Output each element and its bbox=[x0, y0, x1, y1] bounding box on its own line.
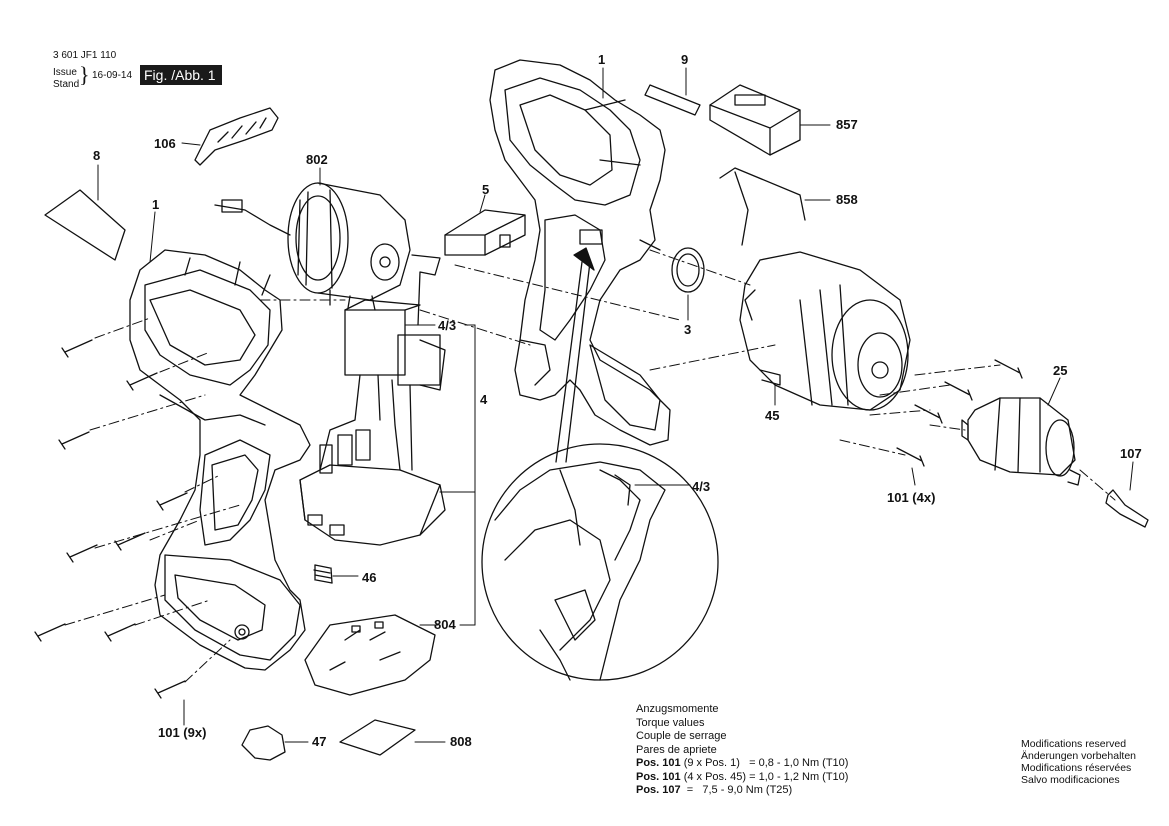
brush-holder-5 bbox=[444, 209, 526, 256]
callout-4-3-b: 4/3 bbox=[692, 479, 711, 494]
callout-808: 808 bbox=[450, 734, 472, 749]
housing-half-right bbox=[489, 59, 671, 446]
callout-3: 3 bbox=[684, 322, 692, 337]
callout-804: 804 bbox=[434, 617, 456, 632]
modifications-note: Modifications reserved Änderungen vorbeh… bbox=[1021, 738, 1136, 786]
modifications-en: Modifications reserved bbox=[1021, 738, 1127, 750]
issue-stand-labels: Issue Stand bbox=[53, 67, 79, 91]
torque-spec-1: Pos. 101 (9 x Pos. 1) = 0,8 - 1,0 Nm (T1… bbox=[636, 757, 848, 771]
torque-spec-2-pos: Pos. 101 bbox=[636, 770, 681, 783]
chuck-screw-107 bbox=[1105, 489, 1149, 528]
callout-47: 47 bbox=[312, 734, 327, 749]
callout-858: 858 bbox=[836, 192, 858, 207]
callout-106: 106 bbox=[154, 136, 176, 151]
callout-5: 5 bbox=[482, 182, 490, 197]
spring-46 bbox=[313, 564, 333, 584]
slide-switch-47 bbox=[241, 725, 286, 761]
cover-857 bbox=[709, 84, 801, 156]
torque-spec-3-value: = 7,5 - 9,0 Nm (T25) bbox=[680, 784, 793, 796]
torque-spec-2-value: (4 x Pos. 45) = 1,0 - 1,2 Nm (T10) bbox=[680, 770, 849, 783]
modifications-es: Salvo modificaciones bbox=[1021, 774, 1120, 786]
torque-heading-es: Pares de apriete bbox=[636, 743, 717, 756]
label-808 bbox=[339, 719, 416, 756]
callout-4-3-a: 4/3 bbox=[438, 318, 457, 333]
callout-25: 25 bbox=[1053, 363, 1068, 378]
modifications-de: Änderungen vorbehalten bbox=[1021, 750, 1137, 762]
figure-label: Fig. /Abb. 1 bbox=[140, 65, 222, 85]
callout-802: 802 bbox=[306, 152, 328, 167]
housing-half-left bbox=[129, 249, 311, 671]
callout-101-4x: 101 (4x) bbox=[887, 490, 936, 505]
detail-magnifier bbox=[481, 443, 719, 681]
spring-clip-858 bbox=[719, 167, 806, 246]
stand-label: Stand bbox=[53, 79, 80, 90]
screws-101 bbox=[34, 339, 1023, 699]
o-ring-3 bbox=[671, 247, 705, 293]
callout-857: 857 bbox=[836, 117, 858, 132]
label-strip-9 bbox=[644, 84, 701, 116]
torque-heading-de: Anzugsmomente bbox=[636, 703, 719, 715]
alignment-lines bbox=[64, 249, 1116, 683]
callout-1-left: 1 bbox=[152, 197, 160, 212]
leader-lines bbox=[97, 67, 1134, 743]
issue-label: Issue bbox=[53, 67, 77, 78]
detail-arrow bbox=[555, 247, 595, 463]
torque-spec-1-value: (9 x Pos. 1) = 0,8 - 1,0 Nm (T10) bbox=[680, 757, 849, 769]
callout-46: 46 bbox=[362, 570, 377, 585]
callout-45: 45 bbox=[765, 408, 780, 423]
issue-date: 16-09-14 bbox=[92, 70, 133, 81]
brace-glyph: } bbox=[79, 62, 90, 87]
motor-802 bbox=[214, 182, 411, 311]
drill-chuck-25 bbox=[961, 397, 1081, 486]
label-8 bbox=[44, 189, 126, 261]
callout-8: 8 bbox=[93, 148, 101, 163]
callout-9: 9 bbox=[681, 52, 689, 67]
torque-spec-3-pos: Pos. 107 bbox=[636, 784, 681, 796]
modifications-fr: Modifications réservées bbox=[1021, 762, 1132, 774]
torque-spec-1-pos: Pos. 101 bbox=[636, 757, 681, 769]
torque-heading-fr: Couple de serrage bbox=[636, 730, 727, 742]
torque-spec-2: Pos. 101 (4 x Pos. 45) = 1,0 - 1,2 Nm (T… bbox=[636, 771, 848, 785]
callout-101-9x: 101 (9x) bbox=[158, 725, 207, 740]
torque-values-block: Anzugsmomente Torque values Couple de se… bbox=[636, 703, 848, 798]
torque-heading-en: Torque values bbox=[636, 716, 705, 729]
torque-spec-3: Pos. 107 = 7,5 - 9,0 Nm (T25) bbox=[636, 784, 848, 798]
callout-4: 4 bbox=[480, 392, 488, 407]
battery-terminal-804 bbox=[304, 614, 436, 696]
callout-1-top: 1 bbox=[598, 52, 606, 67]
gearbox-45 bbox=[739, 251, 911, 411]
switch-pcb-4 bbox=[299, 254, 446, 546]
rubber-grip-106 bbox=[194, 107, 279, 166]
callout-107: 107 bbox=[1120, 446, 1142, 461]
part-number: 3 601 JF1 110 bbox=[53, 50, 117, 61]
